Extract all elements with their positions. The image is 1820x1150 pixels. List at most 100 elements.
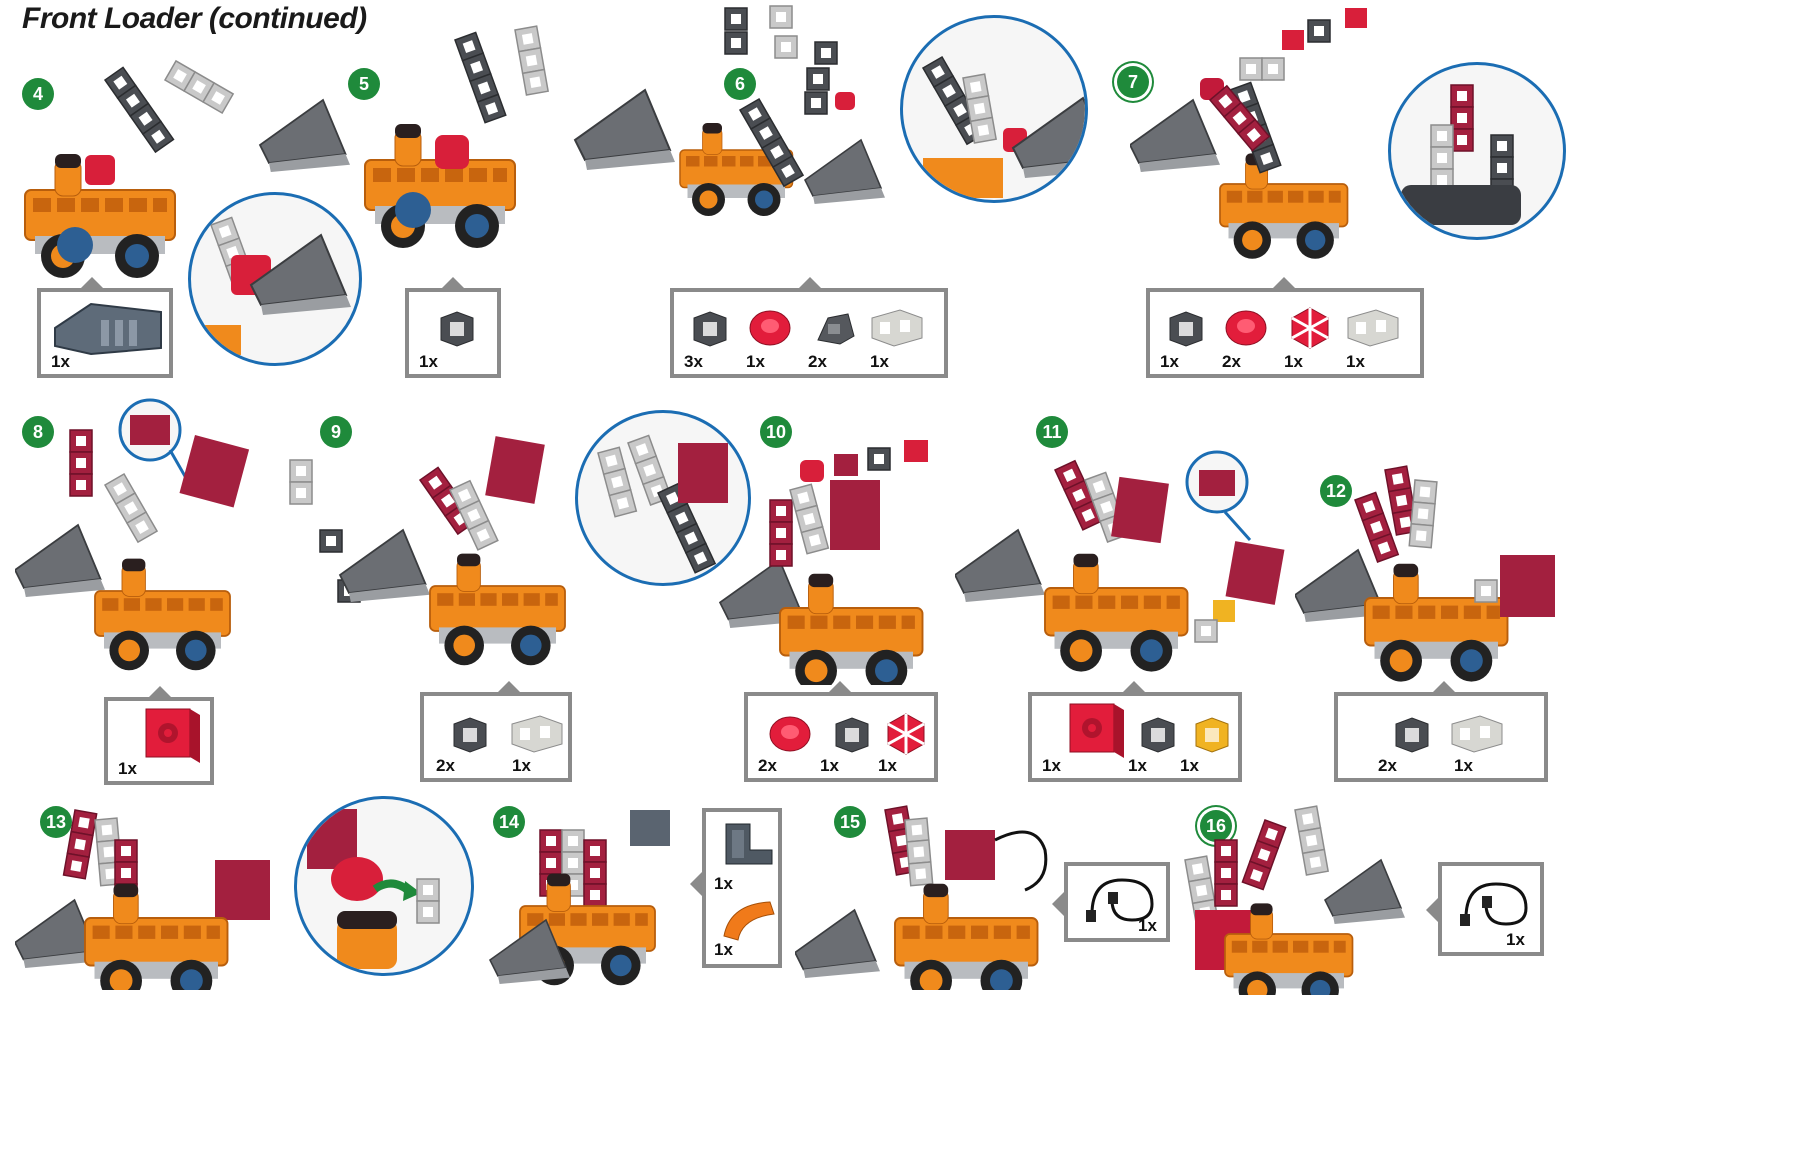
light-gray-double-cube-icon (1347, 309, 1399, 347)
red-square-panel-icon (1069, 703, 1125, 759)
step-7-parts-box: 1x 2x 1x 1x (1146, 288, 1424, 378)
step-14-part-2-qty: 1x (714, 940, 733, 959)
dark-gray-cube-icon (453, 717, 487, 753)
step-9-number: 9 (320, 416, 352, 448)
step-13-illustration (15, 800, 270, 990)
red-round-piece-icon (749, 310, 791, 346)
step-9-illustration (289, 436, 566, 667)
step-11-part-1-qty: 1x (1042, 756, 1061, 775)
step-4-number: 4 (22, 78, 54, 110)
step-12-part-1-qty: 2x (1378, 756, 1397, 775)
step-4-pointer (80, 277, 104, 289)
step-10-part-1-qty: 2x (758, 756, 777, 775)
step-10-part-2-qty: 1x (820, 756, 839, 775)
step-8-part-1-qty: 1x (118, 759, 137, 778)
step-6-zoom-detail (900, 15, 1088, 203)
step-7-part-2-qty: 2x (1222, 352, 1241, 371)
red-hex-piece-icon (886, 712, 926, 756)
step-12-pointer (1432, 681, 1456, 693)
step-5-parts-box: 1x (405, 288, 501, 378)
step-14-illustration (489, 810, 670, 987)
step-8-pointer (148, 686, 172, 698)
step-14-parts-box: 1x 1x (702, 808, 782, 968)
step-14-number: 14 (493, 806, 525, 838)
step-16-illustration (1175, 800, 1406, 995)
red-hex-piece-icon (1290, 306, 1330, 350)
red-square-panel-icon (145, 708, 201, 764)
step-15-pointer (1052, 892, 1064, 916)
dark-gray-cube-icon (1395, 717, 1429, 753)
light-gray-double-cube-icon (1451, 715, 1503, 753)
step-8-illustration (15, 398, 250, 672)
step-5-illustration (364, 20, 676, 249)
step-13-zoom-detail (294, 796, 474, 976)
step-4-part-1-qty: 1x (51, 352, 70, 371)
gray-wedge-icon (817, 313, 855, 345)
step-7-number: 7 (1117, 66, 1149, 98)
step-10-parts-box: 2x 1x 1x (744, 692, 938, 782)
step-9-pointer (497, 681, 521, 693)
page-title: Front Loader (continued) (22, 2, 367, 35)
step-4-illustration (24, 40, 351, 279)
step-14-part-1-qty: 1x (714, 874, 733, 893)
dark-gray-cube-icon (693, 311, 727, 347)
step-4-parts-box: 1x (37, 288, 173, 378)
step-15-illustration (795, 800, 1048, 990)
step-13-number: 13 (40, 806, 72, 838)
step-15-part-1-qty: 1x (1138, 916, 1157, 935)
step-10-pointer (828, 681, 852, 693)
step-14-pointer (690, 872, 702, 896)
step-6-part-4-qty: 1x (870, 352, 889, 371)
step-8-parts-box: 1x (104, 697, 214, 785)
step-16-parts-box: 1x (1438, 862, 1544, 956)
step-11-pointer (1122, 681, 1146, 693)
step-12-part-2-qty: 1x (1454, 756, 1473, 775)
step-10-part-3-qty: 1x (878, 756, 897, 775)
step-7-part-3-qty: 1x (1284, 352, 1303, 371)
step-11-part-2-qty: 1x (1128, 756, 1147, 775)
step-9-parts-box: 2x 1x (420, 692, 572, 782)
step-16-pointer (1426, 898, 1438, 922)
step-10-number: 10 (760, 416, 792, 448)
gray-bracket-icon (725, 823, 773, 865)
cable-icon (1458, 882, 1528, 928)
gray-shovel-icon (54, 303, 162, 355)
dark-gray-cube-icon (1141, 717, 1175, 753)
step-12-illustration (1295, 460, 1555, 683)
step-15-parts-box: 1x (1064, 862, 1170, 942)
dark-gray-cube-icon (1169, 311, 1203, 347)
step-11-parts-box: 1x 1x 1x (1028, 692, 1242, 782)
step-5-pointer (441, 277, 465, 289)
step-12-parts-box: 2x 1x (1334, 692, 1548, 782)
step-11-number: 11 (1036, 416, 1068, 448)
step-11-illustration (955, 450, 1285, 673)
step-4-zoom-detail (188, 192, 362, 366)
step-5-number: 5 (348, 68, 380, 100)
step-9-zoom-detail (575, 410, 751, 586)
step-6-part-1-qty: 3x (684, 352, 703, 371)
step-7-illustration (1130, 8, 1367, 260)
red-round-piece-icon (1225, 310, 1267, 346)
step-15-number: 15 (834, 806, 866, 838)
step-6-pointer (798, 277, 822, 289)
step-11-part-3-qty: 1x (1180, 756, 1199, 775)
step-9-part-2-qty: 1x (512, 756, 531, 775)
step-6-number: 6 (724, 68, 756, 100)
step-10-illustration (719, 440, 928, 685)
step-6-part-2-qty: 1x (746, 352, 765, 371)
step-8-number: 8 (22, 416, 54, 448)
step-7-zoom-detail (1388, 62, 1566, 240)
orange-curved-piece-icon (723, 901, 775, 941)
step-7-part-1-qty: 1x (1160, 352, 1179, 371)
step-7-part-4-qty: 1x (1346, 352, 1365, 371)
light-gray-double-cube-icon (511, 715, 563, 753)
step-6-parts-box: 3x 1x 2x 1x (670, 288, 948, 378)
dark-gray-cube-icon (835, 717, 869, 753)
yellow-cube-icon (1195, 717, 1229, 753)
light-gray-double-cube-icon (871, 309, 923, 347)
step-16-part-1-qty: 1x (1506, 930, 1525, 949)
step-7-pointer (1272, 277, 1296, 289)
dark-gray-cube-icon (440, 311, 474, 347)
red-round-piece-icon (769, 716, 811, 752)
step-6-part-3-qty: 2x (808, 352, 827, 371)
